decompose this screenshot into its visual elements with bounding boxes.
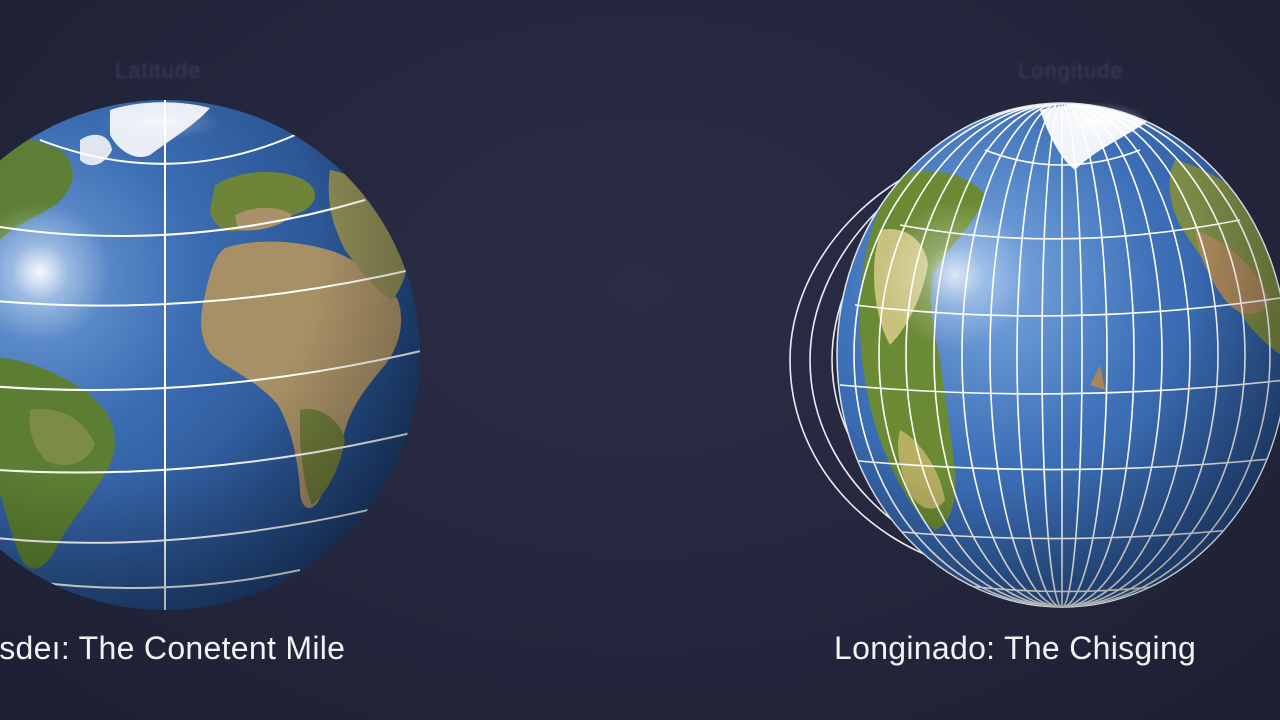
left-globe [0, 100, 420, 610]
faint-label-left: Latitude [115, 58, 202, 83]
right-globe-highlight [880, 200, 1030, 350]
right-globe [789, 102, 1280, 608]
faint-label-right: Longitude [1018, 58, 1124, 83]
caption-right: Longinado: The Chisging [834, 630, 1197, 666]
left-globe-highlight [0, 202, 110, 342]
caption-left: ısdeı: The Conetent Mile [0, 630, 346, 666]
